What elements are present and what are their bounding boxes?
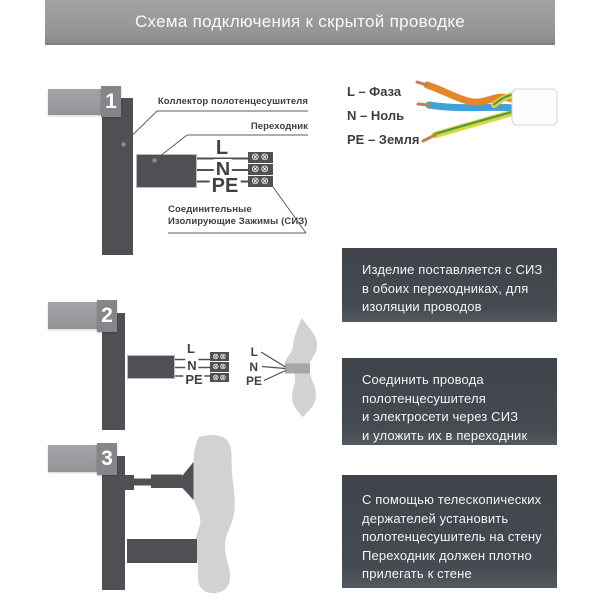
neutral-wire-tip xyxy=(416,102,431,107)
legend-phase: L – Фаза xyxy=(347,84,402,99)
step2-siz-clamp-l: ⊗⊗ xyxy=(210,351,229,361)
step2-stub-leader-lines xyxy=(260,351,286,382)
step1-terminal-pe: PE xyxy=(209,175,241,198)
step2-adapter-box xyxy=(127,355,175,379)
phase-wire xyxy=(423,81,519,106)
label-adapter: Переходник xyxy=(250,121,308,132)
step2-towel-rail-collector xyxy=(102,313,125,430)
legend-neutral: N – Ноль xyxy=(347,108,405,123)
cable-sheath xyxy=(511,88,558,126)
earth-wire-loop-stripe xyxy=(493,93,514,106)
step1-number-badge: 1 xyxy=(101,86,121,117)
step2-wall-terminal-l: L xyxy=(250,345,258,359)
note-step3: С помощью телескопических держателей уст… xyxy=(342,475,557,588)
earth-wire-loop xyxy=(491,92,516,108)
earth-wire xyxy=(431,108,519,139)
step1-number: 1 xyxy=(105,89,117,113)
header-bar: Схема подключения к скрытой проводке xyxy=(45,0,555,45)
step3-number-badge: 3 xyxy=(97,443,117,475)
step2-terminal-n: N xyxy=(185,358,199,373)
step1-siz-clamp-n: ⊗⊗ xyxy=(248,164,273,175)
step1-siz-clamp-pe: ⊗⊗ xyxy=(248,176,273,187)
cable-illustration xyxy=(415,80,558,143)
earth-wire-stripe xyxy=(433,109,517,136)
label-collector: Коллектор полотенцесушителя xyxy=(157,96,308,107)
step3-adapter-against-wall xyxy=(127,539,197,563)
note-step1: Изделие поставляется с СИЗ в обоих перех… xyxy=(342,248,557,322)
step2-wall-terminal-n: N xyxy=(249,360,258,374)
note-step2: Соединить провода полотенцесушителя и эл… xyxy=(342,358,557,445)
step1-terminal-l: L xyxy=(215,137,229,159)
step2-wall-cross-section xyxy=(284,318,317,417)
step3-number: 3 xyxy=(101,447,113,470)
step2-siz-clamp-n: ⊗⊗ xyxy=(210,362,229,372)
step1-towel-rail-collector xyxy=(102,98,133,255)
legend-earth: PE – Земля xyxy=(347,132,420,147)
step3-wall-cross-section xyxy=(192,435,235,594)
step2-number-badge: 2 xyxy=(97,300,117,332)
step3-telescopic-holder xyxy=(125,462,194,500)
phase-wire-tip xyxy=(415,80,429,87)
step2-terminal-pe: PE xyxy=(183,372,205,387)
step2-wall-terminal-pe: PE xyxy=(245,374,262,388)
step1-siz-clamp-l: ⊗⊗ xyxy=(248,152,273,163)
label-siz-clamps: Соединительные Изолирующие Зажимы (СИЗ) xyxy=(168,204,308,227)
step2-wall-wire-stub xyxy=(285,363,310,374)
page-title: Схема подключения к скрытой проводке xyxy=(134,11,466,31)
step3-towel-rail-collector xyxy=(102,456,125,590)
step2-siz-clamp-pe: ⊗⊗ xyxy=(210,372,229,382)
neutral-wire xyxy=(425,101,519,112)
step2-number: 2 xyxy=(101,304,113,327)
step1-adapter-box xyxy=(136,154,197,188)
step2-terminal-l: L xyxy=(187,341,195,356)
holder-flange-cone xyxy=(182,462,194,500)
earth-wire-tip xyxy=(421,133,437,143)
